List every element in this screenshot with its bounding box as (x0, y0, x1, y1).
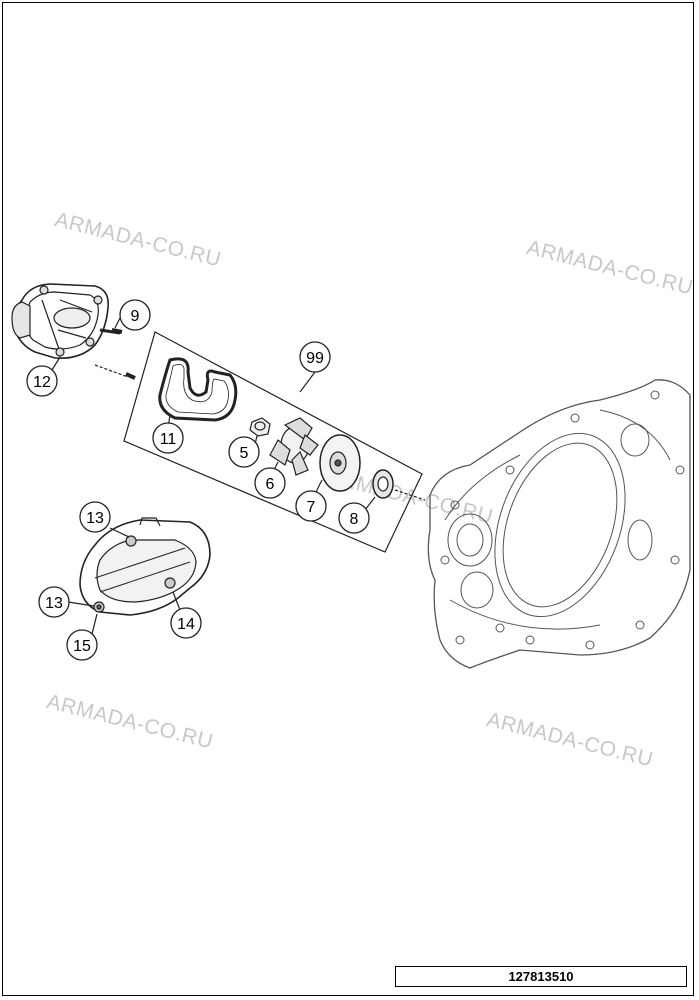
callout-number: 7 (307, 499, 316, 516)
drawing-number: 127813510 (508, 969, 574, 984)
callout-number: 5 (240, 445, 249, 462)
water-pump-housing-drawing (11, 283, 110, 360)
callout-number: 13 (86, 510, 104, 527)
callout-number: 6 (266, 476, 275, 493)
callout-number: 12 (33, 374, 51, 391)
screw-drawing (94, 328, 136, 380)
callout-13: 13 (79, 501, 111, 533)
callout-number: 9 (131, 308, 140, 325)
callout-number: 99 (306, 350, 324, 367)
callout-12: 12 (26, 365, 58, 397)
callout-6: 6 (254, 467, 286, 499)
callout-99: 99 (299, 341, 331, 373)
callout-8: 8 (338, 502, 370, 534)
repair-kit-frame (123, 331, 423, 553)
callout-5: 5 (228, 436, 260, 468)
callout-number: 11 (160, 431, 177, 448)
pump-shaft-disc-drawing (315, 434, 361, 493)
callout-7: 7 (295, 490, 327, 522)
callout-14: 14 (170, 607, 202, 639)
callout-9: 9 (119, 299, 151, 331)
leader-line (114, 317, 121, 329)
shaft-seal-drawing (364, 469, 426, 511)
water-pump-cover-drawing (67, 517, 211, 635)
callout-number: 15 (73, 638, 91, 655)
impeller-drawing (269, 417, 319, 476)
callout-13: 13 (38, 586, 70, 618)
callout-number: 8 (350, 511, 359, 528)
callout-11: 11 (152, 422, 184, 454)
drawing-number-box: 127813510 (395, 966, 687, 987)
callout-number: 14 (177, 616, 195, 633)
callout-15: 15 (66, 629, 98, 661)
callout-number: 13 (45, 595, 63, 612)
clutch-cover-drawing (427, 379, 691, 669)
leader-line (51, 356, 61, 371)
